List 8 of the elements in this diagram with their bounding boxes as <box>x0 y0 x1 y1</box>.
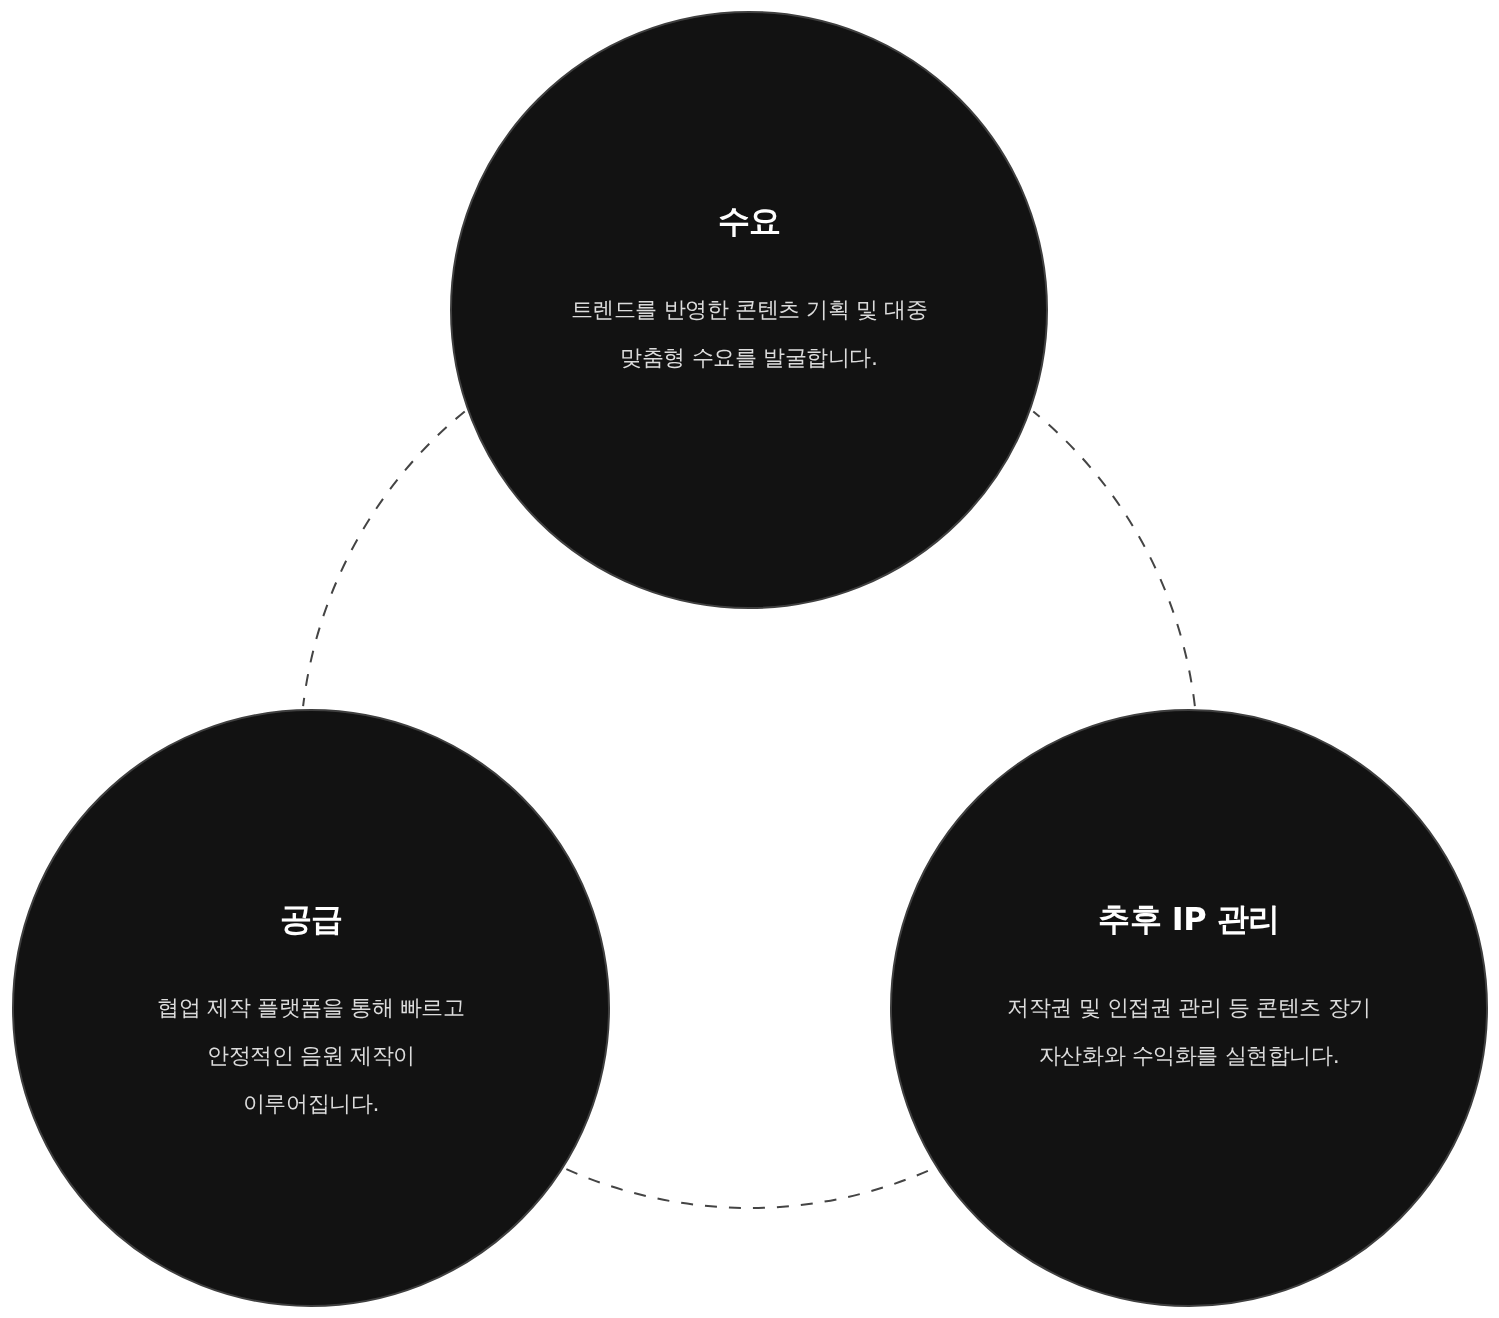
circle-title: 공급 <box>279 900 343 938</box>
circle-text: 협업 제작 플랫폼을 통해 빠르고 안정적인 음원 제작이 이루어집니다. <box>156 994 466 1118</box>
dashed-arc <box>1032 410 1196 708</box>
circle-title: 수요 <box>717 202 781 240</box>
circle-title: 추후 IP 관리 <box>1098 900 1280 938</box>
circle-text: 저작권 및 인접권 관리 등 콘텐츠 장기 자산화와 수익화를 실현합니다. <box>1006 994 1372 1070</box>
dashed-arc <box>302 410 466 708</box>
circle-text: 트렌드를 반영한 콘텐츠 기획 및 대중 맞춤형 수요를 발굴합니다. <box>569 296 929 372</box>
